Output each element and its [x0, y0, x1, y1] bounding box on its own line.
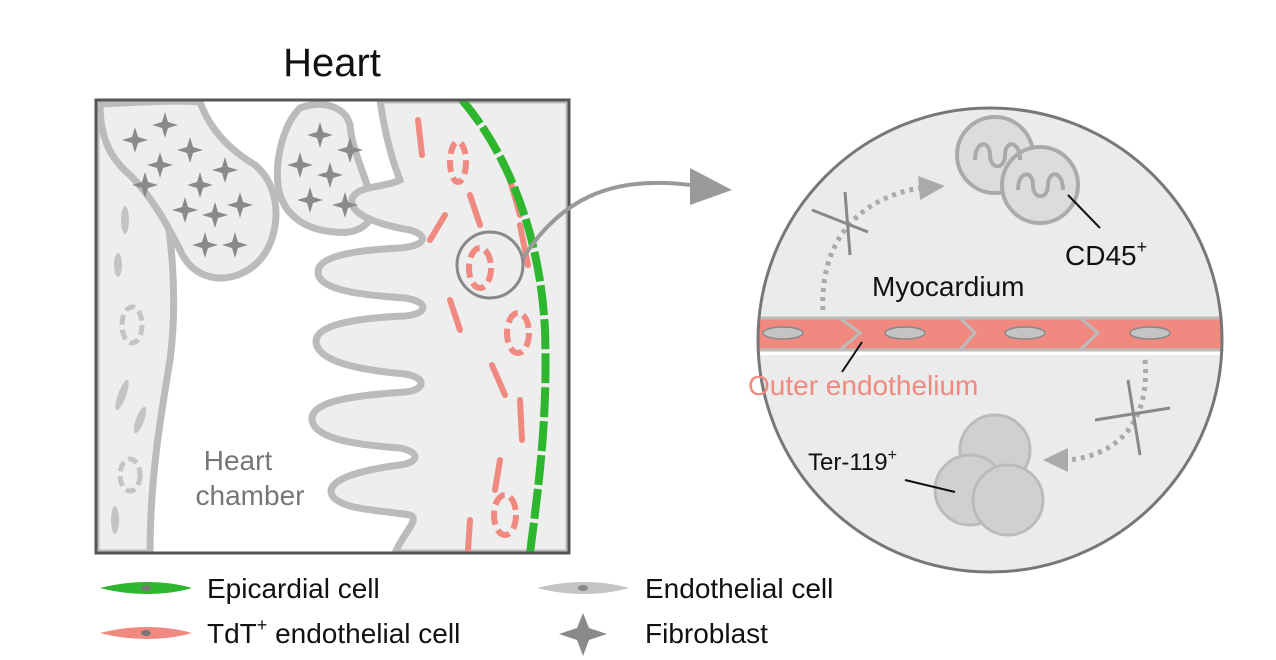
cd45-cells [955, 115, 1080, 225]
ter119-label: Ter-119+ [808, 447, 897, 476]
legend-item-fibroblast: Fibroblast [559, 613, 768, 656]
blocked-migration-down [1043, 359, 1171, 472]
zoom-region-marker [455, 230, 525, 300]
fibroblast-icon [559, 613, 607, 656]
legend-item-endothelial: Endothelial cell [537, 573, 833, 604]
legend-item-epicardial: Epicardial cell [100, 573, 380, 604]
heart-chamber-label-line2: chamber [196, 480, 305, 511]
right-myocardial-wall [308, 100, 569, 553]
endothelial-cells-left-wall [111, 206, 147, 534]
cd45-leader-line [1067, 194, 1101, 229]
blocked-migration-up [811, 176, 945, 311]
outer-endothelium-layer [758, 316, 1222, 352]
tdt-endothelial-cells [415, 117, 532, 553]
legend-fibroblast-label: Fibroblast [645, 618, 768, 649]
legend: Epicardial cell TdT+ endothelial cell En… [100, 573, 833, 656]
ter119-leader-line [904, 479, 956, 493]
zoom-arrow [521, 168, 732, 260]
zoom-circle-panel: CD45+ Myocardium Outer endothelium Ter-1… [748, 106, 1224, 574]
trabecula-left [96, 100, 280, 282]
ter119-cells [933, 413, 1045, 537]
epicardial-layer [458, 100, 550, 553]
myocardium-label: Myocardium [872, 271, 1024, 302]
cd45-label: CD45+ [1065, 237, 1147, 271]
legend-epicardial-label: Epicardial cell [207, 573, 380, 604]
legend-tdt-label: TdT+ endothelial cell [207, 615, 460, 649]
outer-endothelium-label: Outer endothelium [748, 370, 978, 401]
endothelium-leader-line [841, 341, 863, 373]
heart-section-panel: Heart chamber [94, 98, 571, 555]
heart-chamber-label-line1: Heart [204, 445, 273, 476]
heart-title: Heart [283, 41, 381, 85]
legend-item-tdt: TdT+ endothelial cell [100, 615, 460, 649]
legend-endothelial-label: Endothelial cell [645, 573, 833, 604]
